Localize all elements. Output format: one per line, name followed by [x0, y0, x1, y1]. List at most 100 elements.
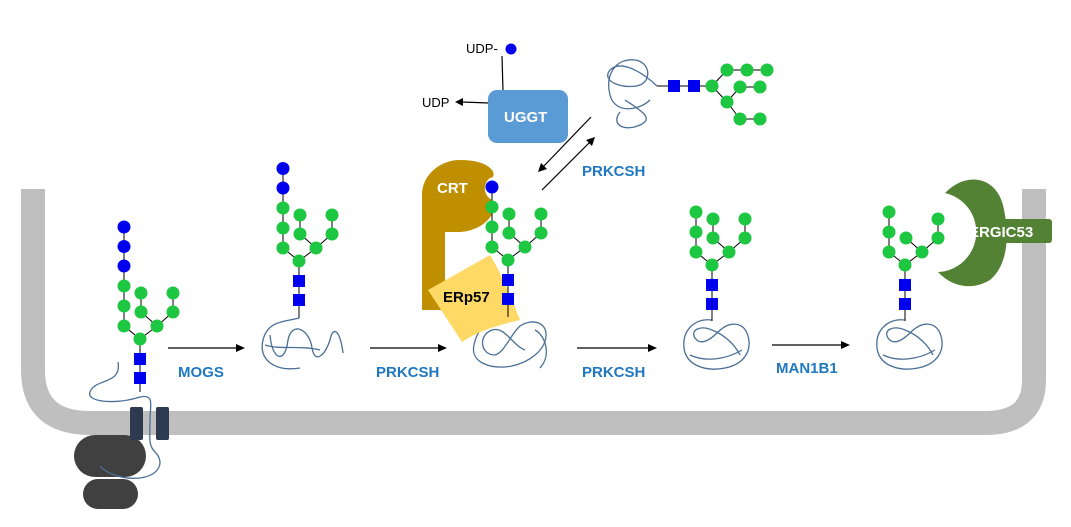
prkcsh-label-1: PRKCSH	[376, 364, 439, 381]
glucose-circle-icon	[276, 162, 290, 175]
glcnac-square-icon	[502, 274, 514, 286]
mannose-circle-icon	[706, 231, 720, 245]
uggt-label: UGGT	[504, 109, 547, 126]
mannose-circle-icon	[720, 63, 734, 77]
ergic53-label: ERGIC53	[969, 224, 1033, 241]
man1b1-label: MAN1B1	[776, 360, 838, 377]
glcnac-square-icon	[899, 279, 911, 291]
mannose-circle-icon	[738, 212, 752, 226]
mannose-circle-icon	[325, 227, 339, 241]
mannose-circle-icon	[760, 63, 774, 77]
mannose-circle-icon	[689, 245, 703, 259]
mannose-circle-icon	[882, 245, 896, 259]
ribosome-large-subunit	[74, 435, 146, 477]
glcnac-square-icon	[293, 275, 305, 287]
glucose-circle-icon	[276, 181, 290, 195]
erp57-label: ERp57	[443, 289, 490, 306]
unfolded-protein	[261, 317, 344, 370]
mannose-circle-icon	[882, 225, 896, 239]
step-arrow-mogs	[168, 344, 245, 352]
mannose-circle-icon	[689, 225, 703, 239]
nascent-polypeptide	[89, 361, 161, 479]
mannose-circle-icon	[740, 63, 754, 77]
mannose-circle-icon	[276, 201, 290, 215]
mannose-circle-icon	[915, 245, 929, 259]
glcnac-square-icon	[899, 298, 911, 310]
partially-folded-protein	[472, 317, 547, 369]
udp-glucose-label: UDP-	[466, 41, 498, 56]
mannose-circle-icon	[705, 79, 719, 93]
ribosome-small-subunit	[83, 479, 138, 509]
glcnac-square-icon	[668, 80, 680, 92]
mannose-circle-icon	[117, 319, 131, 333]
mannose-circle-icon	[534, 226, 548, 240]
mannose-circle-icon	[899, 231, 913, 245]
mannose-circle-icon	[501, 253, 515, 267]
mannose-circle-icon	[733, 112, 747, 126]
mannose-circle-icon	[133, 332, 147, 346]
mannose-circle-icon	[882, 205, 896, 219]
erp57	[428, 255, 520, 342]
mannose-circle-icon	[485, 240, 499, 254]
mannose-circle-icon	[134, 305, 148, 319]
mannose-circle-icon	[134, 286, 148, 300]
mannose-circle-icon	[166, 286, 180, 300]
step-arrow-prkcsh-2	[577, 344, 657, 352]
folded-protein-ergic	[876, 319, 943, 370]
er-membrane	[21, 189, 1046, 435]
mannose-circle-icon	[722, 245, 736, 259]
mannose-circle-icon	[166, 305, 180, 319]
mannose-circle-icon	[309, 241, 323, 255]
mannose-circle-icon	[117, 299, 131, 313]
folded-protein	[683, 319, 750, 370]
mannose-circle-icon	[502, 207, 516, 221]
mannose-circle-icon	[898, 258, 912, 272]
mannose-circle-icon	[753, 80, 767, 94]
mannose-circle-icon	[276, 241, 290, 255]
step-arrow-man1b1	[772, 341, 850, 349]
mannose-circle-icon	[293, 208, 307, 222]
mannose-circle-icon	[738, 231, 752, 245]
mannose-circle-icon	[753, 112, 767, 126]
mannose-circle-icon	[518, 240, 532, 254]
ergic53-lectin	[938, 179, 1007, 287]
mannose-circle-icon	[150, 319, 164, 333]
mannose-circle-icon	[502, 226, 516, 240]
mannose-circle-icon	[485, 220, 499, 234]
mannose-circle-icon	[117, 279, 131, 293]
mogs-label: MOGS	[178, 364, 224, 381]
glcnac-square-icon	[502, 293, 514, 305]
glucose-circle-icon	[485, 180, 499, 194]
mannose-circle-icon	[733, 80, 747, 94]
mannose-circle-icon	[485, 200, 499, 214]
translocon-right	[156, 407, 169, 440]
glucose-circle-icon	[117, 240, 131, 253]
misfolded-protein	[607, 59, 658, 129]
mannose-circle-icon	[705, 258, 719, 272]
glcnac-square-icon	[134, 353, 146, 365]
prkcsh-cycle-label: PRKCSH	[582, 163, 645, 180]
glcnac-square-icon	[706, 298, 718, 310]
glcnac-square-icon	[706, 279, 718, 291]
prkcsh-label-2: PRKCSH	[582, 364, 645, 381]
uggt-enzyme	[488, 90, 568, 143]
glucose-circle-icon	[117, 259, 131, 273]
crt-label: CRT	[437, 180, 468, 197]
translocon-left	[130, 407, 143, 440]
mannose-circle-icon	[276, 221, 290, 235]
calreticulin-crt	[422, 160, 495, 310]
mannose-circle-icon	[706, 212, 720, 226]
mannose-circle-icon	[534, 207, 548, 221]
glucose-circle-icon	[117, 220, 131, 234]
mannose-circle-icon	[720, 95, 734, 109]
udp-label: UDP	[422, 95, 449, 110]
step-arrow-prkcsh-1	[370, 344, 447, 352]
mannose-circle-icon	[931, 231, 945, 245]
mannose-circle-icon	[293, 227, 307, 241]
glcnac-square-icon	[293, 294, 305, 306]
mannose-circle-icon	[689, 205, 703, 219]
mannose-circle-icon	[325, 208, 339, 222]
mannose-circle-icon	[292, 254, 306, 268]
glcnac-square-icon	[688, 80, 700, 92]
